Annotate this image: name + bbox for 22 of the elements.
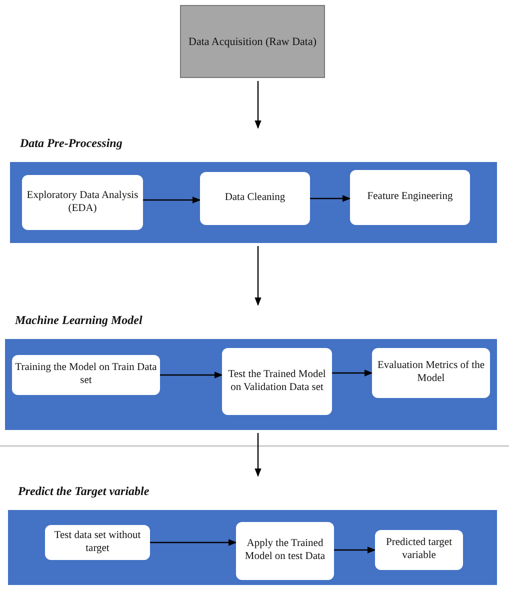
arrow	[334, 546, 376, 554]
arrow	[310, 195, 351, 202]
process-box: Feature Engineering	[350, 170, 470, 225]
arrow	[150, 539, 237, 546]
section-heading: Data Pre-Processing	[20, 136, 122, 151]
arrow	[160, 372, 223, 378]
arrow	[254, 246, 262, 306]
arrow	[332, 370, 373, 376]
process-box: Data Cleaning	[200, 172, 310, 225]
process-box: Test the Trained Model on Validation Data set	[222, 348, 332, 415]
process-box: Predicted target variable	[375, 530, 463, 570]
process-box: Apply the Trained Model on test Data	[236, 522, 334, 580]
arrow	[254, 433, 262, 477]
section-heading: Predict the Target variable	[18, 484, 150, 499]
input-box: Data Acquisition (Raw Data)	[180, 5, 325, 78]
process-box: Exploratory Data Analysis (EDA)	[22, 175, 143, 230]
arrow	[143, 196, 201, 204]
process-box: Training the Model on Train Data set	[12, 355, 160, 395]
section-heading: Machine Learning Model	[15, 313, 142, 328]
process-box: Evaluation Metrics of the Model	[372, 348, 490, 398]
process-box: Test data set without target	[45, 525, 150, 560]
arrow	[254, 81, 262, 129]
